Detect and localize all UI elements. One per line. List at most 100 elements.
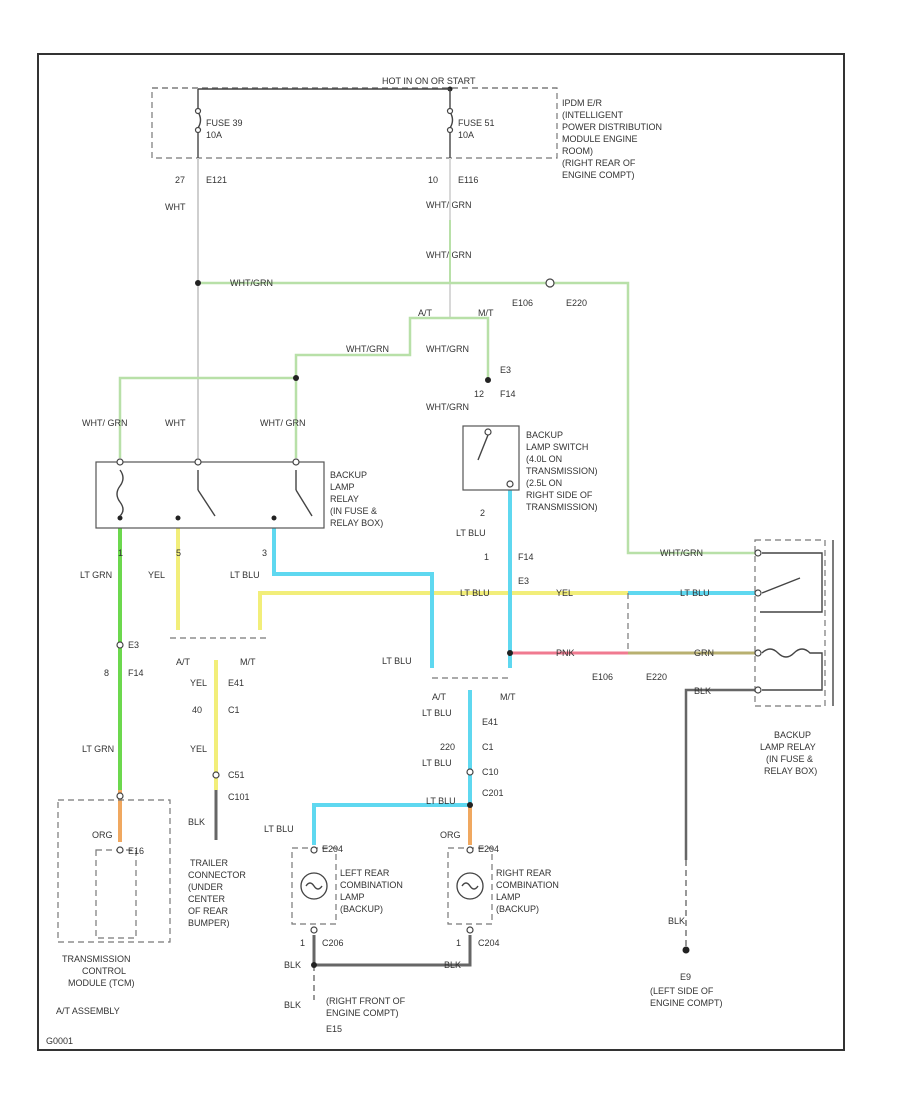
wire-label-wht-grn-7: WHT/ GRN bbox=[260, 418, 306, 428]
wire-label-ltblu-h: LT BLU bbox=[460, 588, 490, 598]
switch-label-5: RIGHT SIDE OF bbox=[526, 490, 593, 500]
wire-label-wht-grn-2: WHT/ GRN bbox=[426, 250, 472, 260]
splice-dot bbox=[293, 375, 299, 381]
relay-right-label-3: RELAY BOX) bbox=[764, 766, 817, 776]
wire-label-wht-grn-h: WHT/GRN bbox=[230, 278, 273, 288]
relay-left-label-0: BACKUP bbox=[330, 470, 367, 480]
conn-e3-mid: E3 bbox=[518, 576, 529, 586]
wire-label-wht-grn-6: WHT/ GRN bbox=[82, 418, 128, 428]
fuse-right-label: FUSE 51 bbox=[458, 118, 495, 128]
relay-left-label-3: (IN FUSE & bbox=[330, 506, 377, 516]
wire-label-yel-1: YEL bbox=[148, 570, 165, 580]
wire-label-wht-grn-3: WHT/GRN bbox=[346, 344, 389, 354]
wire-label-ltblu-4: LT BLU bbox=[422, 758, 452, 768]
pin-11: 1 bbox=[484, 552, 489, 562]
wire-label-blk-gr: BLK bbox=[444, 960, 461, 970]
ipdm-label-4: ROOM) bbox=[562, 146, 593, 156]
footer-code: G0001 bbox=[46, 1036, 73, 1046]
conn-c51: C51 bbox=[228, 770, 245, 780]
trailer-label-4: OF REAR bbox=[188, 906, 229, 916]
pin-1-lampl: 1 bbox=[300, 938, 305, 948]
wire-label-yel-h: YEL bbox=[556, 588, 573, 598]
splice-dot bbox=[485, 377, 491, 383]
lamp-left-label-3: (BACKUP) bbox=[340, 904, 383, 914]
conn-c10: C10 bbox=[482, 767, 499, 777]
wire-label-ltblu-r: LT BLU bbox=[680, 588, 710, 598]
wire-label-ltblu-sw: LT BLU bbox=[456, 528, 486, 538]
connector-ring bbox=[545, 278, 555, 288]
switch-label-2: (4.0L ON bbox=[526, 454, 562, 464]
conn-f14-left: F14 bbox=[128, 668, 144, 678]
ground-right-label-1: (LEFT SIDE OF bbox=[650, 986, 714, 996]
switch-label-0: BACKUP bbox=[526, 430, 563, 440]
pin-12: 12 bbox=[474, 389, 484, 399]
tcm-label-0: TRANSMISSION bbox=[62, 954, 131, 964]
ipdm-label-0: IPDM E/R bbox=[562, 98, 603, 108]
wire-label-blk-r: BLK bbox=[694, 686, 711, 696]
relay-left-label-2: RELAY bbox=[330, 494, 359, 504]
lamp-right-label-1: COMBINATION bbox=[496, 880, 559, 890]
relay-right-label-2: (IN FUSE & bbox=[766, 754, 813, 764]
conn-e106: E106 bbox=[512, 298, 533, 308]
wire-label-wht-grn-1: WHT/ GRN bbox=[426, 200, 472, 210]
at-label-right: A/T bbox=[432, 692, 447, 702]
wire-label-ltgrn-1: LT GRN bbox=[80, 570, 112, 580]
conn-e106-b: E106 bbox=[592, 672, 613, 682]
lamp-left-label-1: COMBINATION bbox=[340, 880, 403, 890]
conn-e3-left: E3 bbox=[128, 640, 139, 650]
mt-label-right: M/T bbox=[500, 692, 516, 702]
ipdm-box: HOT IN ON OR START FUSE 39 10A FUSE 51 1… bbox=[151, 76, 662, 185]
ipdm-label-5: (RIGHT REAR OF bbox=[562, 158, 636, 168]
trailer-label-5: BUMPER) bbox=[188, 918, 230, 928]
ground-right-label-0: E9 bbox=[680, 972, 691, 982]
ipdm-label-3: MODULE ENGINE bbox=[562, 134, 638, 144]
conn-e220-b: E220 bbox=[646, 672, 667, 682]
lamp-left-label-2: LAMP bbox=[340, 892, 365, 902]
pin-5-relay: 5 bbox=[176, 548, 181, 558]
conn-c1-left: C1 bbox=[228, 705, 240, 715]
backup-lamp-relay-right: BACKUP LAMP RELAY (IN FUSE & RELAY BOX) bbox=[754, 539, 834, 776]
ipdm-conn-left: E121 bbox=[206, 175, 227, 185]
ipdm-conn-right: E116 bbox=[458, 175, 478, 185]
ground-right-label-2: ENGINE COMPT) bbox=[650, 998, 723, 1008]
wire-label-ltgrn-2: LT GRN bbox=[82, 744, 114, 754]
lamp-right-label-0: RIGHT REAR bbox=[496, 868, 552, 878]
relay-left-label-4: RELAY BOX) bbox=[330, 518, 383, 528]
splice-dot bbox=[507, 650, 513, 656]
wire-label-wht: WHT bbox=[165, 202, 186, 212]
trailer-label-1: CONNECTOR bbox=[188, 870, 246, 880]
relay-right-label-1: LAMP RELAY bbox=[760, 742, 816, 752]
switch-label-3: TRANSMISSION) bbox=[526, 466, 598, 476]
splice-dot bbox=[467, 802, 473, 808]
conn-e204-l: E204 bbox=[322, 844, 343, 854]
backup-lamp-switch: BACKUP LAMP SWITCH (4.0L ON TRANSMISSION… bbox=[462, 425, 598, 512]
pin-40: 40 bbox=[192, 705, 202, 715]
conn-e3-top: E3 bbox=[500, 365, 511, 375]
ipdm-label-1: (INTELLIGENT bbox=[562, 110, 624, 120]
wire-label-grn-r: GRN bbox=[694, 648, 714, 658]
wire-label-org-r: ORG bbox=[440, 830, 461, 840]
switch-label-6: TRANSMISSION) bbox=[526, 502, 598, 512]
wire-harness bbox=[118, 158, 755, 1000]
lamp-left-label-0: LEFT REAR bbox=[340, 868, 390, 878]
at-label-left: A/T bbox=[176, 657, 191, 667]
switch-label-4: (2.5L ON bbox=[526, 478, 562, 488]
fuse-left-label: FUSE 39 bbox=[206, 118, 243, 128]
ipdm-label-6: ENGINE COMPT) bbox=[562, 170, 635, 180]
splice-dot bbox=[195, 280, 201, 286]
ipdm-pin-left: 27 bbox=[175, 175, 185, 185]
wire-label-blk-bottom: BLK bbox=[284, 1000, 301, 1010]
ground-dot bbox=[682, 946, 690, 954]
lamp-right-label-3: (BACKUP) bbox=[496, 904, 539, 914]
conn-c204-r: C204 bbox=[478, 938, 500, 948]
wire-label-blk-t: BLK bbox=[188, 817, 205, 827]
wire-label-org-l: ORG bbox=[92, 830, 113, 840]
ipdm-pin-right: 10 bbox=[428, 175, 438, 185]
wire-label-ltblu-1: LT BLU bbox=[230, 570, 260, 580]
switch-label-1: LAMP SWITCH bbox=[526, 442, 588, 452]
conn-e41-r: E41 bbox=[482, 717, 498, 727]
conn-c1-right: C1 bbox=[482, 742, 494, 752]
wire-label-wht-grn-5: WHT/GRN bbox=[426, 402, 469, 412]
trailer-label-3: CENTER bbox=[188, 894, 226, 904]
